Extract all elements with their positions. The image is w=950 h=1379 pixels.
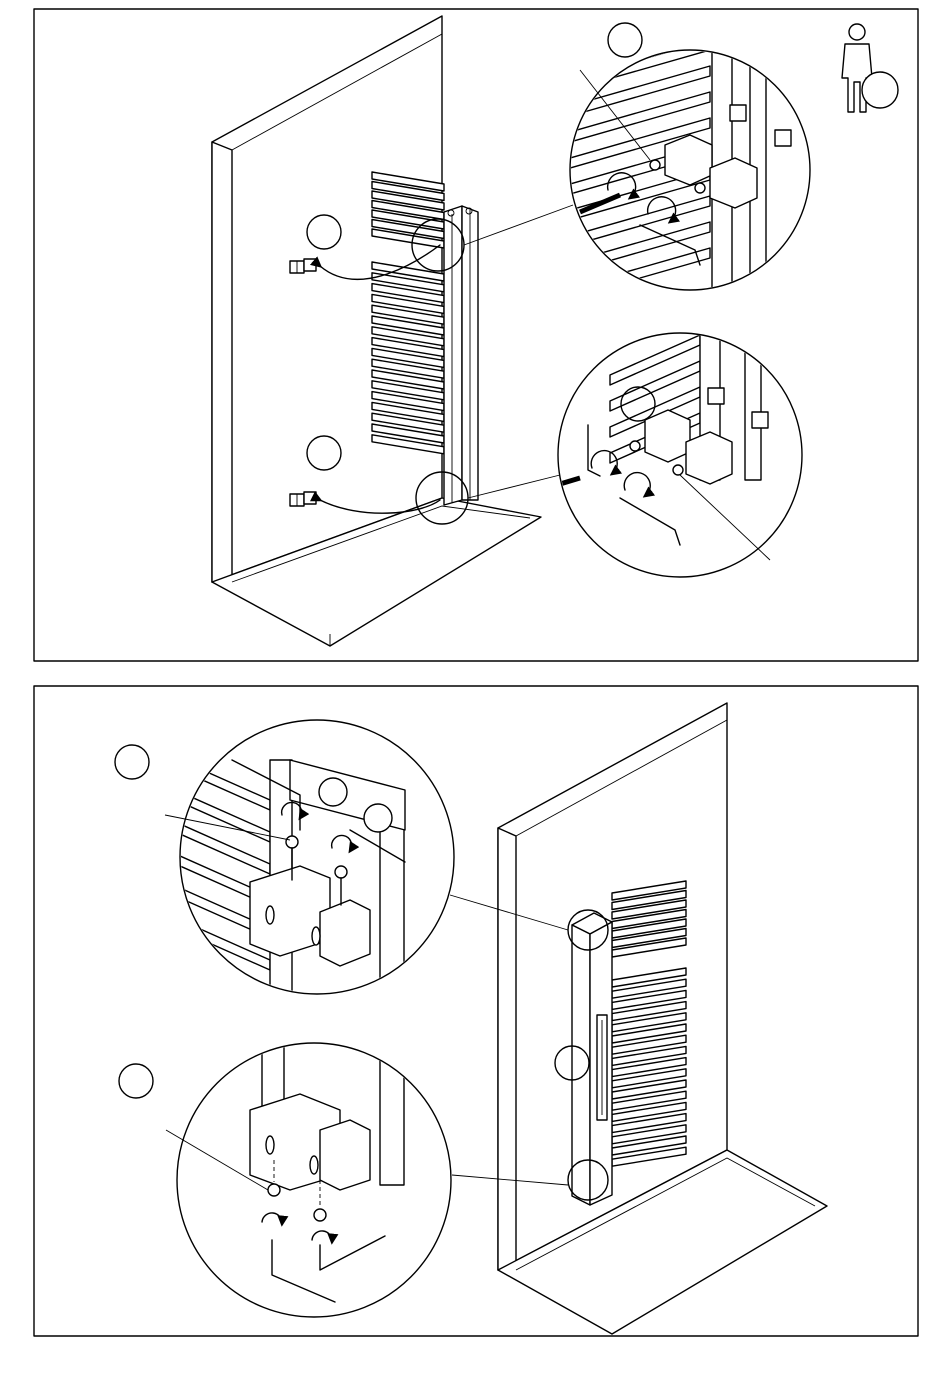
detail-wall-plug xyxy=(708,388,724,404)
wall-bracket-upper xyxy=(290,259,316,273)
detail-wall-plug xyxy=(730,105,746,121)
clamp-bracket xyxy=(320,1120,370,1190)
top-panel xyxy=(34,9,918,661)
radiator-slats-right-upper xyxy=(612,881,686,957)
callout-7 xyxy=(119,1064,153,1098)
top-bracket-detail xyxy=(570,40,810,300)
bottom-clamp-detail xyxy=(177,1043,451,1317)
washer-icon xyxy=(314,1209,326,1221)
radiator-collector-right xyxy=(572,913,612,1205)
slot-icon xyxy=(266,906,274,924)
washer-icon xyxy=(630,441,640,451)
person-count-badge xyxy=(862,72,898,108)
top-clamp-detail xyxy=(180,720,454,1000)
radiator-slats-upper xyxy=(372,172,444,248)
slot-icon xyxy=(312,927,320,945)
callout-3 xyxy=(608,23,642,57)
washer-icon xyxy=(673,465,683,475)
detail-bracket xyxy=(710,158,757,208)
detail-bracket xyxy=(665,135,712,185)
detail-bracket xyxy=(645,410,690,462)
washer-icon xyxy=(650,160,660,170)
valve-icon xyxy=(364,804,392,832)
clamp-bracket xyxy=(320,900,370,966)
detail-bracket xyxy=(686,432,732,484)
washer-icon xyxy=(695,183,705,193)
callout-6 xyxy=(115,745,149,779)
detail-wall-plug xyxy=(752,412,768,428)
leader-line-lower xyxy=(468,475,560,498)
washer-icon xyxy=(286,836,298,848)
wall-bracket-lower xyxy=(290,492,316,506)
radiator-collector xyxy=(444,206,478,505)
detail-collector xyxy=(380,1060,404,1185)
valve-icon xyxy=(319,778,347,806)
washer-icon xyxy=(335,866,347,878)
bottom-bracket-detail xyxy=(558,330,802,577)
detail-wall-plug xyxy=(775,130,791,146)
bottom-panel xyxy=(34,686,918,1336)
washer-icon xyxy=(268,1184,280,1196)
person-icon xyxy=(842,24,898,112)
slot-icon xyxy=(266,1136,274,1154)
wall xyxy=(212,16,442,582)
slot-icon xyxy=(310,1156,318,1174)
bottom-panel-frame xyxy=(34,686,918,1336)
leader-line-upper xyxy=(464,205,573,245)
